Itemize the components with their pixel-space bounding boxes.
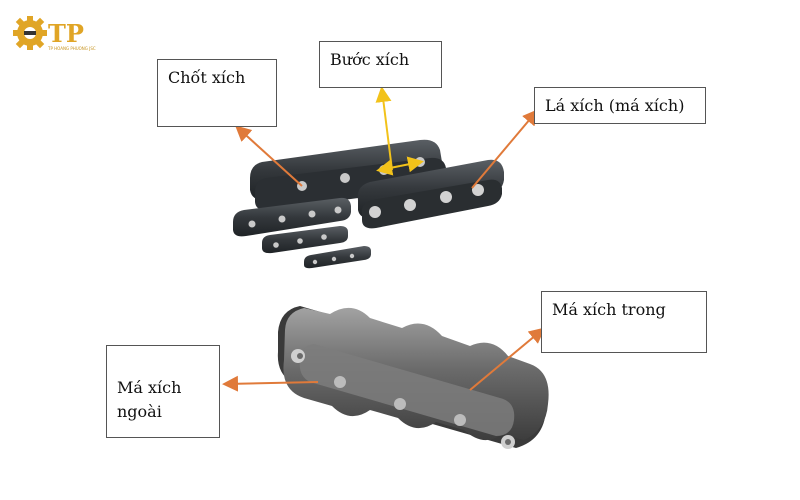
label-ma-xich-ngoai: Má xích ngoài [106,345,220,438]
company-logo: TP TP HOANG PHUONG JSC [13,16,96,51]
label-chot-xich-text: Chốt xích [168,68,246,87]
leaf-chain-tiny [304,246,371,269]
leaf-chain-steel [277,306,549,449]
label-la-xich-text: Lá xích (má xích) [545,96,685,115]
arrow-buoc-xich-left [376,159,401,176]
label-buoc-xich-text: Bước xích [330,50,410,69]
label-chot-xich: Chốt xích [157,59,277,127]
label-ma-xich-trong: Má xích trong [541,291,707,353]
label-buoc-xich: Bước xích [319,41,442,88]
logo-letters: TP [48,19,84,48]
label-ma-xich-ngoai-text: Má xích ngoài [117,378,182,421]
leaf-chain-medium [233,197,351,237]
label-la-xich: Lá xích (má xích) [534,87,706,124]
label-ma-xich-trong-text: Má xích trong [552,300,666,319]
arrow-buoc-xich-up [375,86,393,171]
arrow-ma-xich-trong [469,327,546,391]
leaf-chain-small [262,226,348,254]
leaf-chain-right [357,159,504,229]
arrow-chot-xich [235,125,303,187]
arrow-ma-xich-ngoai [222,375,319,392]
arrow-buoc-xich-right [399,156,424,173]
logo-subtext: TP HOANG PHUONG JSC [47,46,96,51]
arrow-la-xich [471,108,539,189]
